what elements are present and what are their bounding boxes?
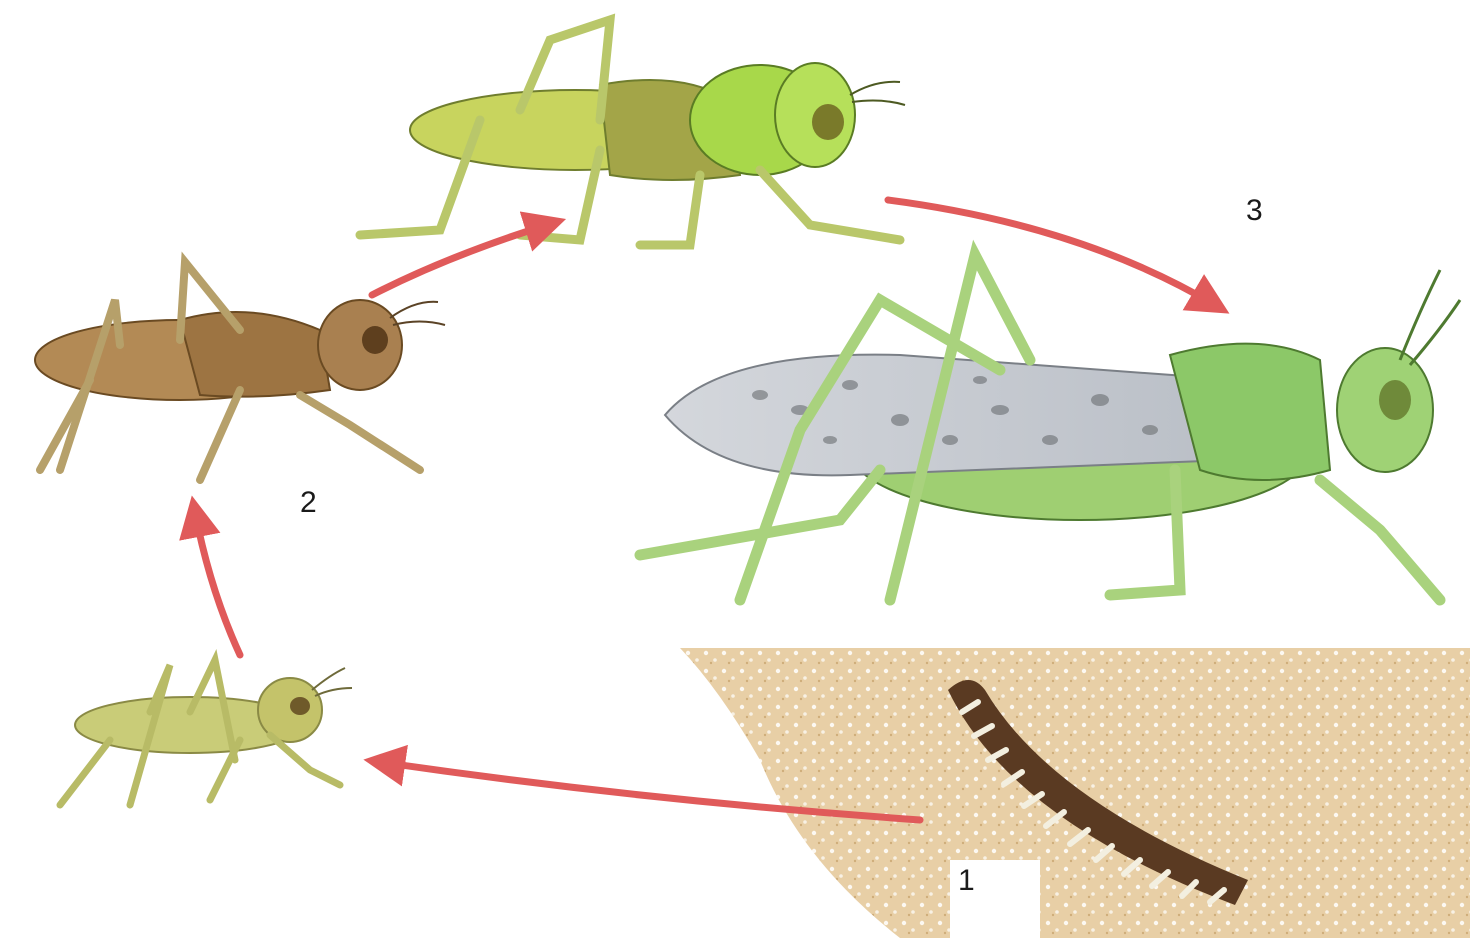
adult-grasshopper-icon — [640, 255, 1460, 600]
small-nymph-icon — [60, 660, 352, 805]
stage-label-2: 2 — [300, 486, 317, 520]
stage-label-3: 3 — [1246, 194, 1263, 228]
brown-nymph-icon — [35, 262, 445, 480]
stage-label-1: 1 — [958, 864, 975, 898]
green-nymph-icon — [360, 20, 905, 245]
